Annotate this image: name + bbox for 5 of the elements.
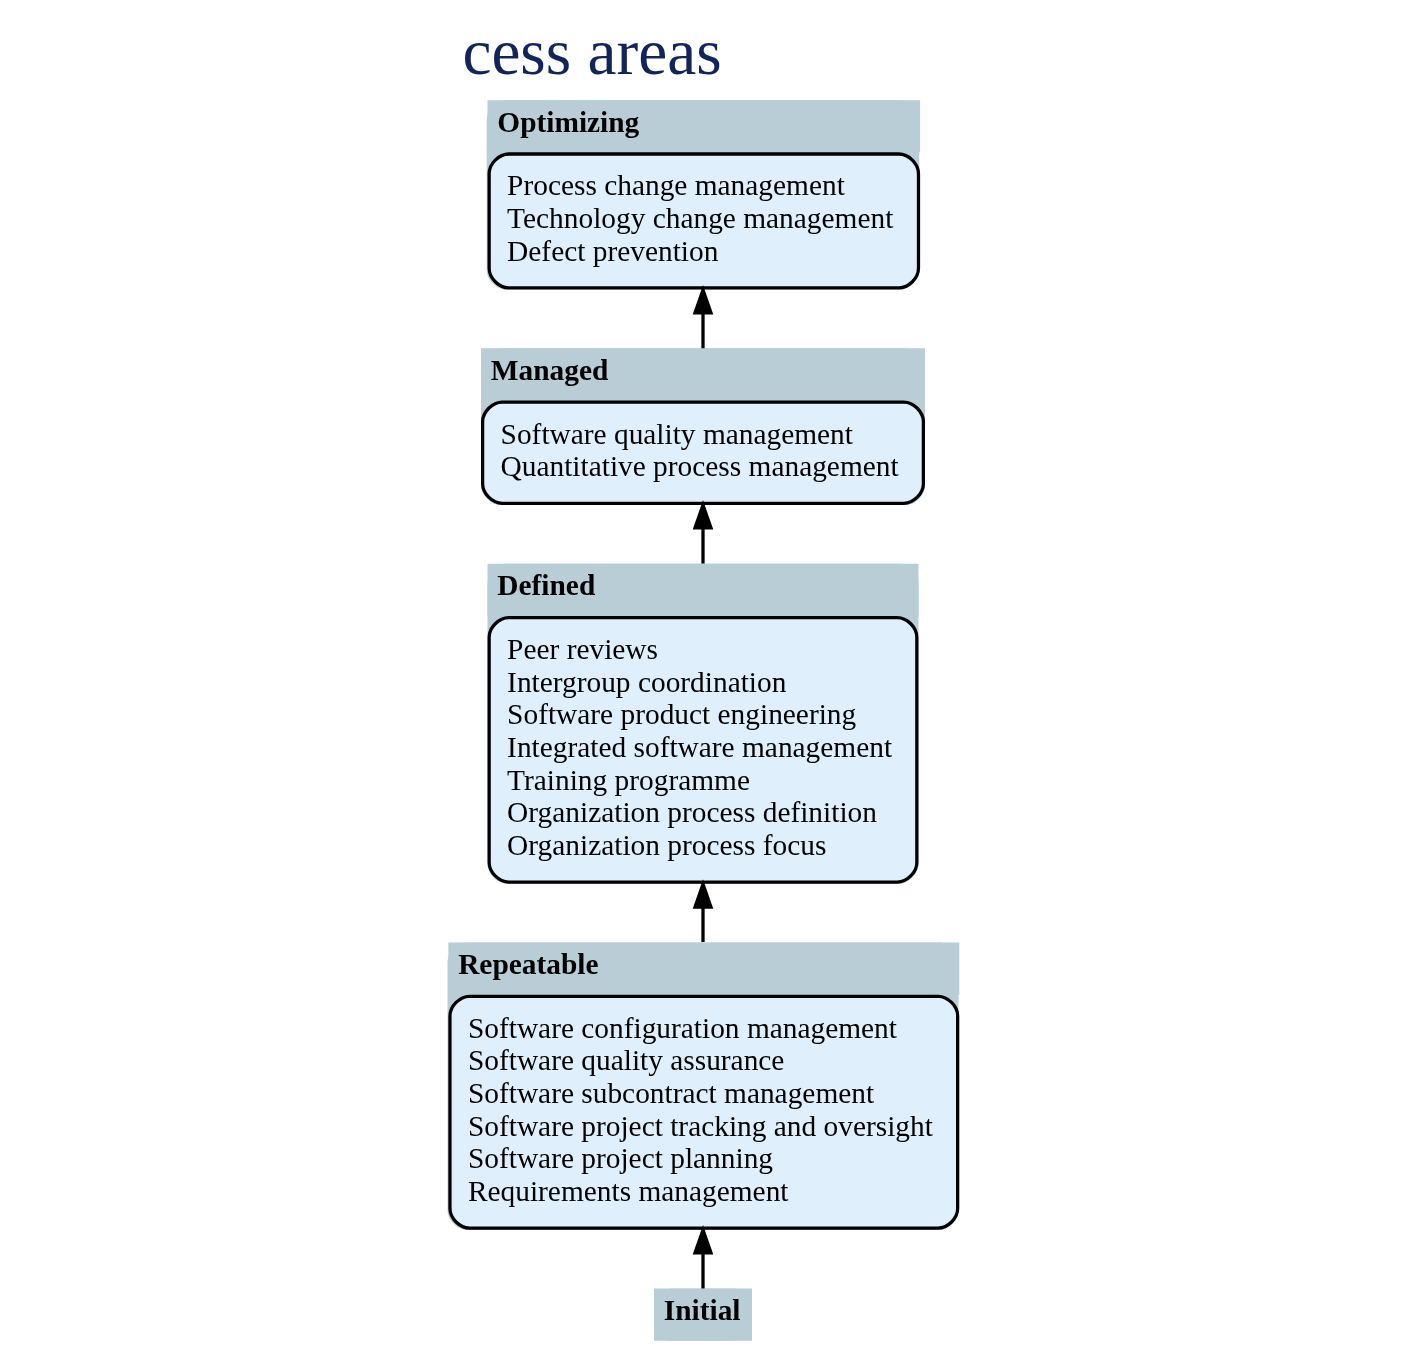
- diagram-title: cess areas: [461, 16, 722, 89]
- arrow: [692, 285, 713, 349]
- arrow: [692, 1225, 713, 1289]
- arrow: [692, 879, 713, 942]
- arrow: [692, 500, 713, 564]
